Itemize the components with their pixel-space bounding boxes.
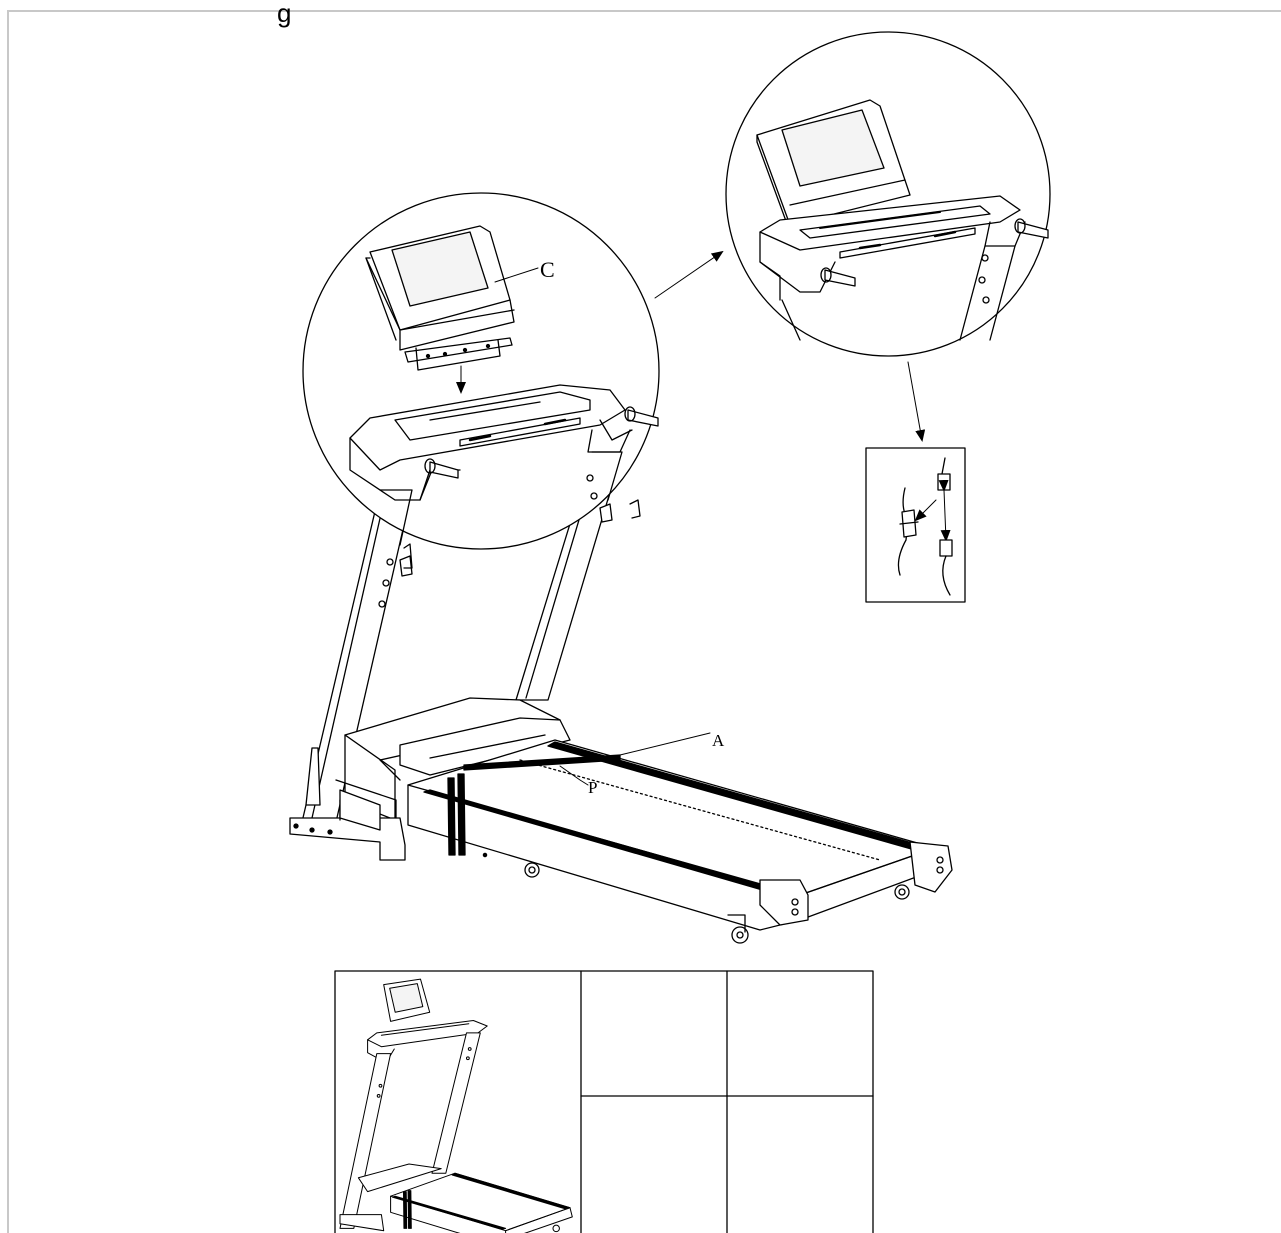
cut-off-heading: g bbox=[277, 0, 292, 28]
thumbnail-treadmill bbox=[339, 978, 573, 1233]
label-console: C bbox=[540, 257, 555, 282]
console-detail-circle bbox=[302, 192, 660, 569]
console-installed-detail-circle bbox=[725, 31, 1051, 357]
detail-arrow-down bbox=[907, 361, 926, 442]
cable-connector-detail bbox=[865, 447, 966, 603]
assembly-checklist-table bbox=[334, 970, 874, 1233]
label-strap: P bbox=[588, 778, 597, 797]
label-belt: A bbox=[712, 731, 725, 750]
treadmill-drawing bbox=[289, 451, 953, 944]
detail-arrow-right bbox=[654, 250, 724, 299]
page-frame: g bbox=[7, 0, 1281, 1233]
